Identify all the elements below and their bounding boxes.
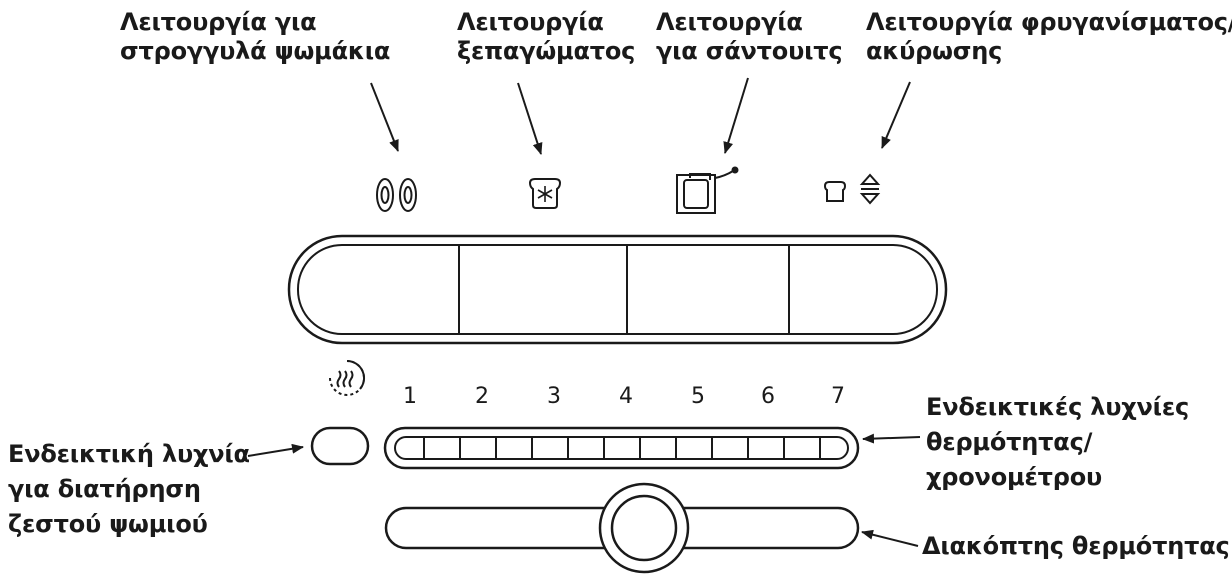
arrow-toast-cancel: [881, 81, 911, 149]
callout-line: Λειτουργία για: [120, 8, 317, 36]
keep-warm-icon: [329, 359, 366, 396]
sandwich-button[interactable]: [628, 247, 788, 332]
callout-line: στρογγυλά ψωμάκια: [120, 37, 391, 65]
bagel-icon: [376, 178, 417, 212]
callout-heat-dial: Διακόπτης θερμότητας: [922, 532, 1230, 561]
scale-number-6: 6: [761, 384, 775, 409]
callout-line: Ενδεικτικές λυχνίες: [926, 393, 1190, 421]
callout-line: για διατήρηση: [8, 475, 201, 503]
arrow-sandwich: [723, 77, 749, 154]
defrost-button[interactable]: [460, 247, 626, 332]
toast-cancel-icon: [823, 173, 881, 205]
callout-defrost-mode: Λειτουργία ξεπαγώματος: [457, 8, 635, 66]
callout-line: για σάντουιτς: [656, 37, 843, 65]
heat-indicator-strip: [383, 426, 860, 470]
sandwich-icon: [676, 166, 739, 214]
heat-dial-knob[interactable]: [598, 482, 690, 574]
arrow-keep-warm: [247, 443, 304, 457]
button-dividers: [458, 245, 790, 334]
arrow-indicators: [862, 433, 921, 444]
toast-cancel-button[interactable]: [790, 247, 935, 332]
callout-sandwich-mode: Λειτουργία για σάντουιτς: [656, 8, 843, 66]
defrost-icon: [528, 178, 562, 209]
arrow-dial: [861, 529, 919, 547]
scale-number-7: 7: [831, 384, 845, 409]
callout-line: χρονομέτρου: [926, 463, 1102, 491]
callout-line: Ενδεικτική λυχνία: [8, 440, 250, 468]
scale-number-5: 5: [691, 384, 705, 409]
callout-arrows: [247, 77, 921, 547]
function-button-bar: [287, 234, 948, 345]
callout-line: Λειτουργία: [457, 8, 604, 36]
callout-line: Λειτουργία: [656, 8, 803, 36]
arrow-defrost: [517, 82, 543, 155]
callout-line: Λειτουργία φρυγανίσματος/: [866, 8, 1232, 36]
scale-number-3: 3: [547, 384, 561, 409]
callout-line: Διακόπτης θερμότητας: [922, 532, 1230, 560]
scale-number-1: 1: [403, 384, 417, 409]
callout-line: ξεπαγώματος: [457, 37, 636, 65]
callout-bagel-mode: Λειτουργία για στρογγυλά ψωμάκια: [120, 8, 390, 66]
callout-line: ακύρωσης: [866, 37, 1003, 65]
bagel-button[interactable]: [300, 247, 458, 332]
callout-line: θερμότητας/: [926, 428, 1093, 456]
scale-number-2: 2: [475, 384, 489, 409]
indicator-segments: [423, 437, 821, 459]
callout-keep-warm-light: Ενδεικτική λυχνία για διατήρηση ζεστού ψ…: [8, 437, 250, 542]
callout-heat-indicators: Ενδεικτικές λυχνίες θερμότητας/ χρονομέτ…: [926, 390, 1189, 495]
callout-line: ζεστού ψωμιού: [8, 510, 208, 538]
keep-warm-light: [310, 426, 370, 466]
scale-number-4: 4: [619, 384, 633, 409]
callout-toast-cancel: Λειτουργία φρυγανίσματος/ ακύρωσης: [866, 8, 1232, 66]
arrow-bagel: [370, 82, 399, 152]
